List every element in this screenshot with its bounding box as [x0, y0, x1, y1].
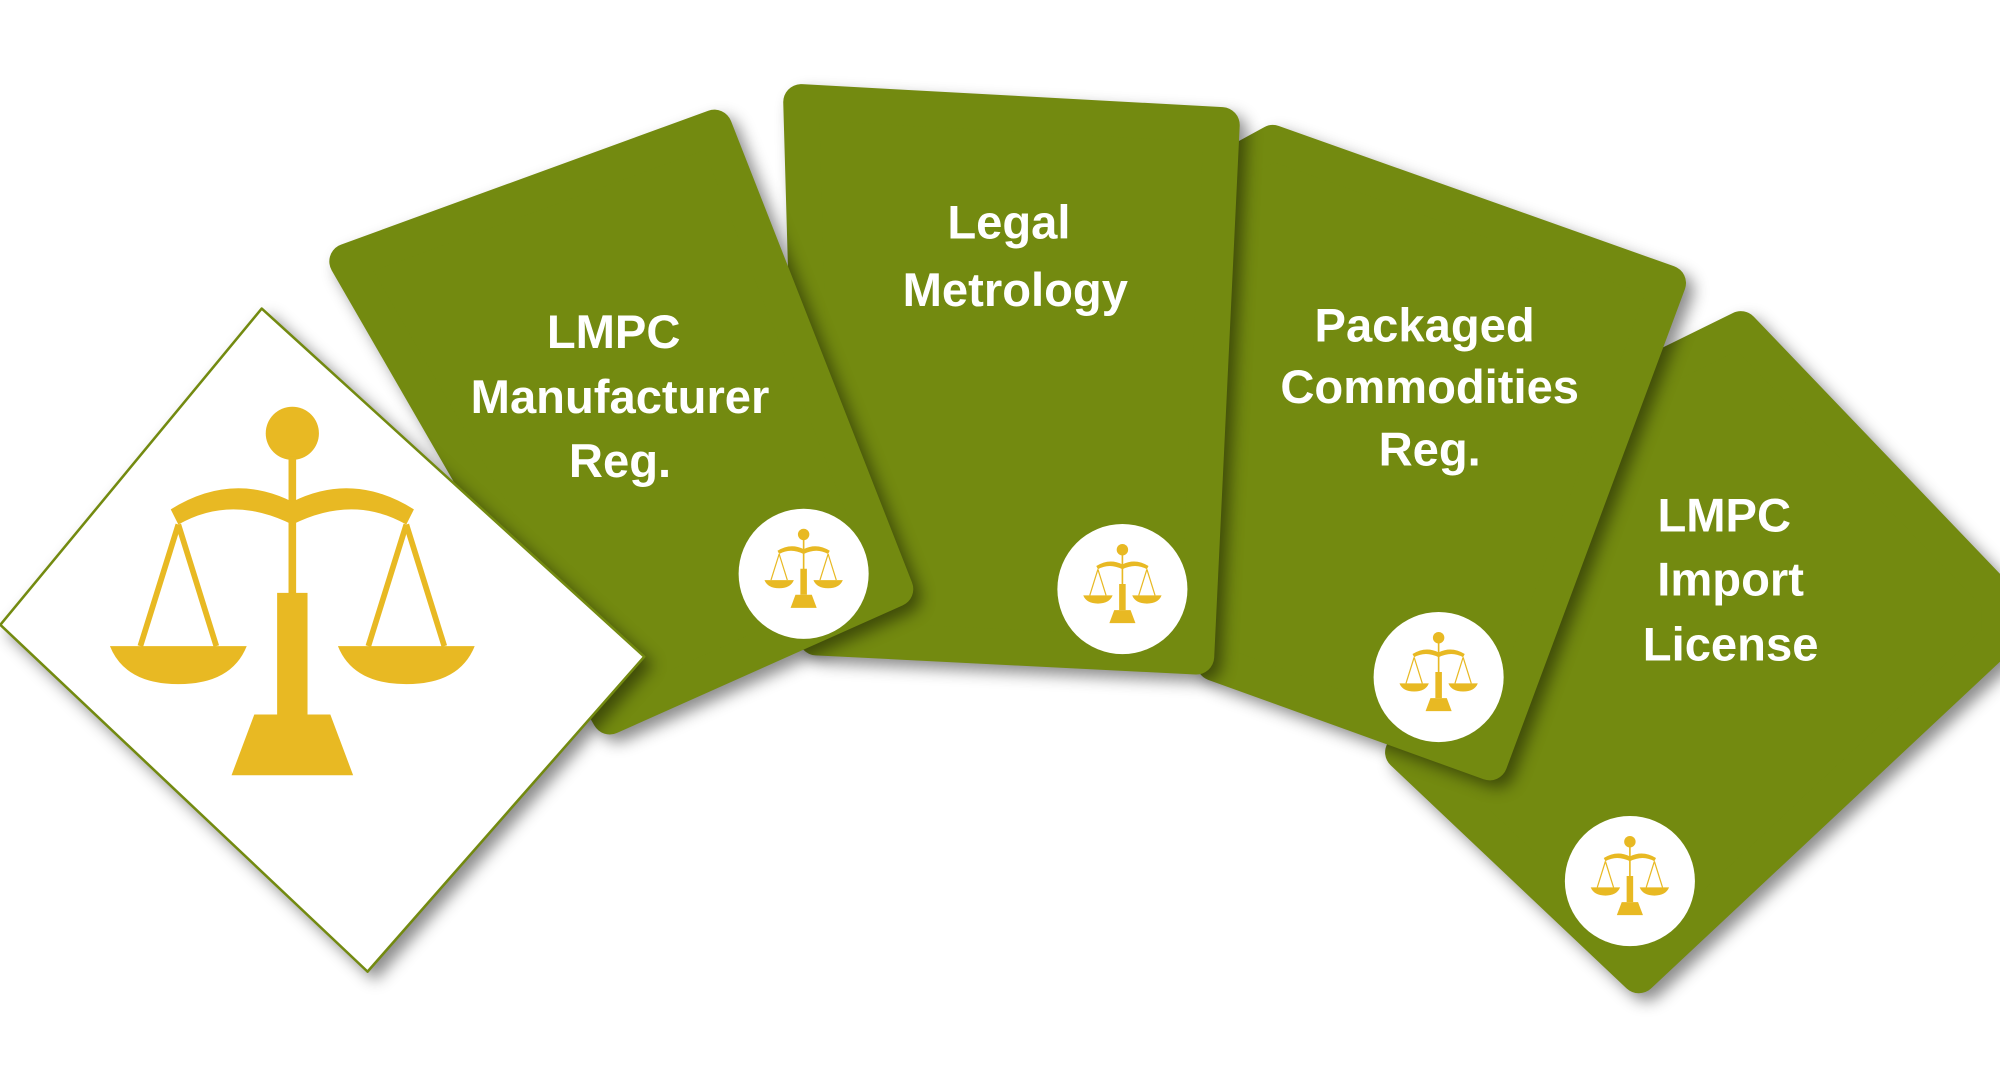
card-label-line: Legal [947, 195, 1070, 248]
card-label-line: Commodities [1280, 360, 1579, 413]
card-label-line: Metrology [903, 263, 1128, 316]
card-label-line: Reg. [1379, 422, 1481, 475]
main-logo-diamond [0, 307, 646, 973]
card-label-line: LMPC [1657, 489, 1791, 542]
card-label-line: Reg. [569, 434, 671, 487]
card-label-line: Import [1657, 552, 1804, 605]
card-label-line: Packaged [1315, 299, 1535, 352]
card-label-line: Manufacturer [471, 370, 770, 423]
card-label-line: License [1643, 617, 1819, 670]
card-label-line: LMPC [547, 305, 681, 358]
